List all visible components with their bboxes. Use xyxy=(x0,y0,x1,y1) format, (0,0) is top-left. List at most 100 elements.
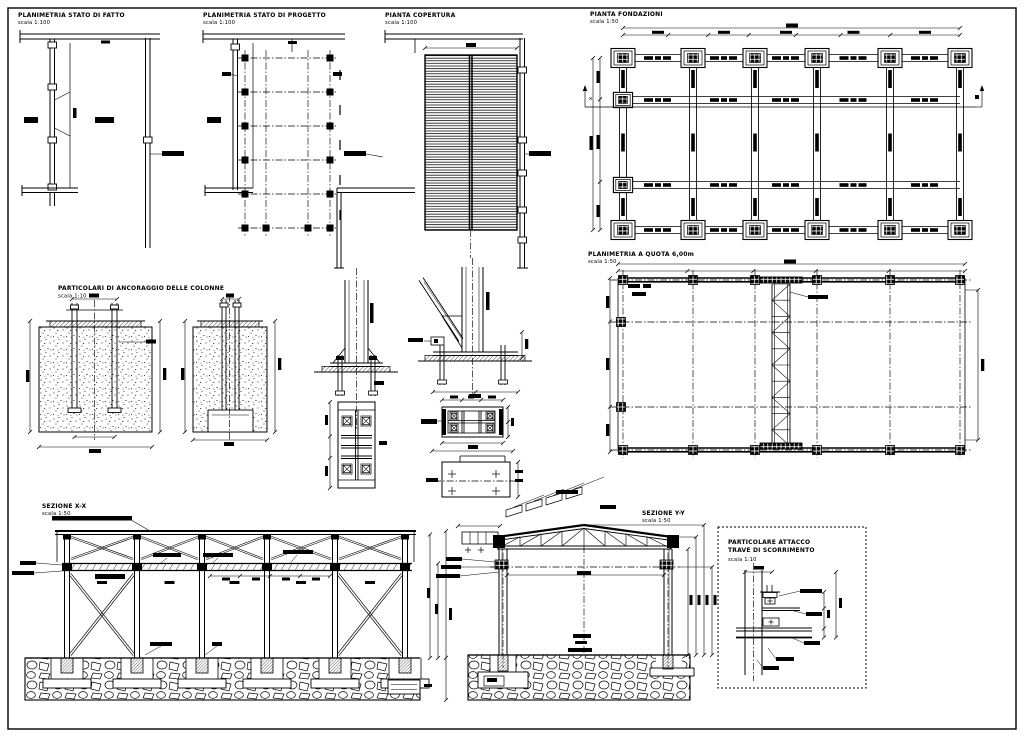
illegible-label xyxy=(24,117,38,123)
illegible-label xyxy=(839,183,849,187)
illegible-label xyxy=(374,381,384,385)
illegible-label xyxy=(930,183,938,187)
illegible-label xyxy=(721,228,727,232)
illegible-label xyxy=(325,466,328,476)
illegible-label xyxy=(441,565,461,569)
illegible-label xyxy=(710,228,719,232)
illegible-label xyxy=(621,133,625,152)
illegible-label xyxy=(162,151,184,156)
illegible-label xyxy=(164,581,175,584)
illegible-label xyxy=(596,205,600,217)
illegible-label xyxy=(408,338,423,342)
scale-sezione-yy: scala 1:50 xyxy=(642,518,671,524)
illegible-label xyxy=(958,70,962,88)
illegible-label xyxy=(800,589,822,593)
title-sezione-yy: SEZIONE Y-Y xyxy=(642,510,685,517)
illegible-label xyxy=(515,479,523,482)
illegible-label xyxy=(222,72,231,76)
illegible-label xyxy=(858,56,867,60)
illegible-label xyxy=(850,228,857,232)
footing xyxy=(947,219,973,241)
illegible-label xyxy=(753,70,757,88)
illegible-label xyxy=(850,56,857,60)
illegible-label xyxy=(815,70,819,88)
particolari-ancoraggio-colonne: PARTICOLARI DI ANCORAGGIO DELLE COLONNE … xyxy=(26,285,282,453)
scale-part-attacco: scala 1:10 xyxy=(728,557,757,563)
illegible-label xyxy=(663,98,671,102)
section-axis-label-x: x xyxy=(589,96,593,102)
illegible-label xyxy=(468,445,478,449)
illegible-label xyxy=(791,56,799,60)
illegible-label xyxy=(97,581,107,584)
illegible-label xyxy=(278,358,282,370)
pianta-fondazioni: PIANTA FONDAZIONI scala 1:50 x xyxy=(582,11,985,241)
illegible-label xyxy=(632,292,646,296)
sezione-yy: SEZIONE Y-Y scala 1:50 xyxy=(436,476,717,701)
illegible-label xyxy=(772,98,781,102)
illegible-label xyxy=(606,424,610,436)
illegible-label xyxy=(922,228,928,232)
illegible-label xyxy=(697,595,701,605)
illegible-label xyxy=(575,641,587,644)
sheet-border xyxy=(7,7,1017,730)
illegible-label xyxy=(922,56,928,60)
illegible-label xyxy=(729,56,737,60)
planimetria-quota-600: PLANIMETRIA A QUOTA 6,00m scala 1:50 xyxy=(588,251,985,458)
illegible-label xyxy=(808,295,828,299)
illegible-label xyxy=(446,557,462,561)
illegible-label xyxy=(252,577,260,581)
illegible-label xyxy=(783,183,789,187)
footing xyxy=(877,47,903,69)
illegible-label xyxy=(772,56,781,60)
illegible-label xyxy=(424,684,432,687)
illegible-label xyxy=(325,415,328,425)
illegible-label xyxy=(365,581,375,584)
footing xyxy=(742,47,768,69)
illegible-label xyxy=(643,284,651,288)
title-plan-progetto: PLANIMETRIA STATO DI PROGETTO xyxy=(203,12,326,19)
illegible-label xyxy=(379,441,387,445)
illegible-label xyxy=(721,56,727,60)
column-base-details xyxy=(314,258,532,500)
illegible-label xyxy=(296,581,306,584)
illegible-label xyxy=(163,368,167,380)
illegible-label xyxy=(911,228,920,232)
scale-sezione-xx: scala 1:50 xyxy=(42,511,71,517)
illegible-label xyxy=(421,419,437,424)
illegible-label xyxy=(839,228,849,232)
illegible-label xyxy=(753,198,757,216)
illegible-label xyxy=(207,117,221,123)
illegible-label xyxy=(95,574,125,579)
illegible-label xyxy=(780,30,792,34)
illegible-label xyxy=(975,95,979,99)
illegible-label xyxy=(958,198,962,216)
illegible-label xyxy=(224,442,234,446)
illegible-label xyxy=(589,136,593,150)
illegible-label xyxy=(52,516,132,521)
illegible-label xyxy=(718,30,730,34)
illegible-label xyxy=(229,581,240,584)
illegible-label xyxy=(689,595,693,605)
illegible-label xyxy=(791,183,799,187)
footing xyxy=(610,47,636,69)
illegible-label xyxy=(89,293,99,298)
illegible-label xyxy=(282,577,290,581)
illegible-label xyxy=(652,30,664,34)
plan-stato-di-fatto: PLANIMETRIA STATO DI FATTO scala 1:100 xyxy=(18,12,184,248)
illegible-label xyxy=(370,303,374,323)
illegible-label xyxy=(203,553,233,557)
illegible-label xyxy=(525,339,529,349)
footing xyxy=(680,47,706,69)
scale-plan-fatto: scala 1:100 xyxy=(18,20,50,26)
illegible-label xyxy=(772,183,781,187)
illegible-label xyxy=(911,183,920,187)
illegible-label xyxy=(212,642,222,646)
illegible-label xyxy=(488,395,496,399)
detail-box-border xyxy=(717,526,867,689)
illegible-label xyxy=(858,183,867,187)
footing xyxy=(804,47,830,69)
illegible-label xyxy=(468,395,474,399)
illegible-label xyxy=(628,284,640,288)
illegible-label xyxy=(486,292,490,310)
